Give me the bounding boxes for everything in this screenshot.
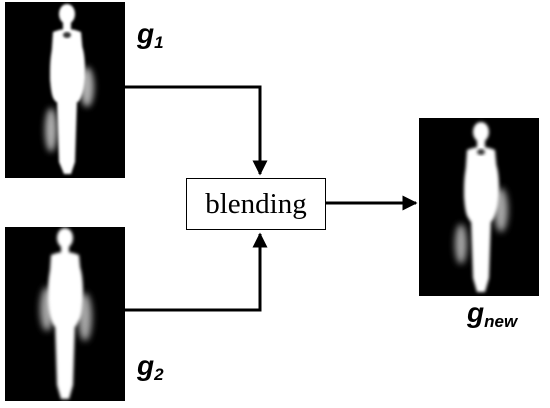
label-gnew: gnew [467,297,517,332]
silhouette-1-graphic [45,4,94,174]
label-g2-symbol: g [137,350,155,381]
label-g1-symbol: g [137,18,155,49]
arrow-g1-to-blending [125,85,268,176]
label-g2-subscript: 2 [154,365,164,384]
label-g1: g1 [137,18,164,53]
blending-box: blending [186,178,326,230]
input-silhouette-image-1 [5,2,125,178]
label-g1-subscript: 1 [154,33,164,52]
label-g2: g2 [137,350,164,385]
silhouette-new-graphic [455,122,508,292]
arrow-g2-to-blending [125,232,268,312]
output-silhouette-image [419,118,539,296]
label-gnew-symbol: g [467,297,485,328]
label-gnew-subscript: new [484,312,518,331]
silhouette-2-graphic [40,228,92,399]
input-silhouette-image-2 [5,227,125,401]
